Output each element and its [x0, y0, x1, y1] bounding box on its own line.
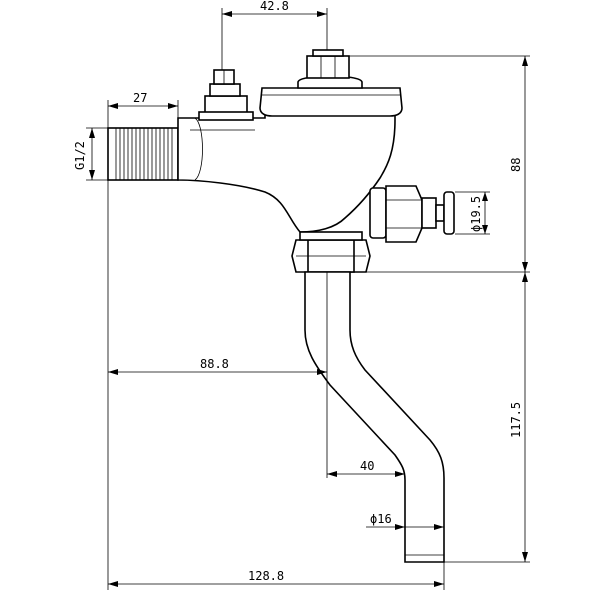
threaded-inlet	[107, 127, 179, 181]
top-nut	[306, 55, 350, 79]
extension-lines	[86, 8, 530, 590]
push-button	[443, 191, 455, 235]
dim-bend-offset: 40	[360, 459, 374, 473]
dimension-lines	[89, 11, 528, 587]
inlet-threads	[115, 128, 173, 180]
dim-pipe-offset: 88.8	[200, 357, 229, 371]
dim-thread-spec: G1/2	[73, 141, 87, 170]
top-nut-cap	[312, 49, 344, 57]
button-nut	[385, 185, 423, 243]
dim-pipe-height: 117.5	[509, 402, 523, 438]
valve-body	[107, 49, 455, 273]
body-outline	[177, 111, 396, 233]
dim-upper-height: 88	[509, 158, 523, 172]
dim-total-width: 128.8	[248, 569, 284, 583]
button-stem	[421, 197, 437, 229]
button-ring	[369, 187, 387, 239]
dim-top-width: 42.8	[260, 0, 289, 13]
outlet-collar	[299, 231, 363, 241]
screw-seat	[198, 111, 254, 121]
dim-thread-length: 27	[133, 91, 147, 105]
dim-pipe-diameter: ϕ16	[370, 512, 392, 526]
button-neck	[435, 204, 445, 222]
dim-button-diameter: ϕ19.5	[469, 196, 483, 232]
screw-collar	[209, 83, 241, 97]
valve-cap	[259, 87, 403, 117]
